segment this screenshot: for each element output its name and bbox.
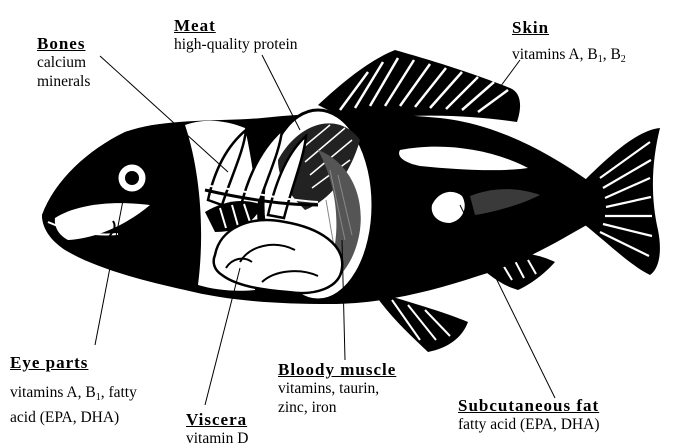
bloody-muscle-label: Bloody muscle vitamins, taurin, zinc, ir… [278,360,396,417]
meat-title: Meat [174,16,298,35]
meat-desc: high-quality protein [174,35,298,54]
bones-label: Bones calcium minerals [37,34,90,91]
eye-parts-title: Eye parts [10,353,137,372]
skin-label: Skin vitamins A, B1, B2 [512,18,626,64]
head [42,124,202,272]
tail-fin [585,128,660,275]
skin-desc: vitamins A, B1, B2 [512,45,626,64]
eye-parts-label: Eye parts vitamins A, B1, fatty acid (EP… [10,353,137,427]
eye-parts-desc-2: acid (EPA, DHA) [10,408,137,427]
bones-desc-1: calcium [37,53,90,72]
eye-parts-desc-1: vitamins A, B1, fatty [10,383,137,402]
meat-label: Meat high-quality protein [174,16,298,54]
bones-title: Bones [37,34,90,53]
bones-desc-2: minerals [37,72,90,91]
subcutaneous-fat-label: Subcutaneous fat fatty acid (EPA, DHA) [458,396,599,434]
viscera-title: Viscera [186,410,248,429]
bloody-muscle-desc-1: vitamins, taurin, [278,379,396,398]
subcutaneous-fat-title: Subcutaneous fat [458,396,599,415]
bloody-muscle-desc-2: zinc, iron [278,398,396,417]
subcutaneous-fat-desc: fatty acid (EPA, DHA) [458,415,599,434]
skin-title: Skin [512,18,626,37]
viscera-desc: vitamin D [186,429,248,448]
viscera-label: Viscera vitamin D [186,410,248,448]
bloody-muscle-title: Bloody muscle [278,360,396,379]
